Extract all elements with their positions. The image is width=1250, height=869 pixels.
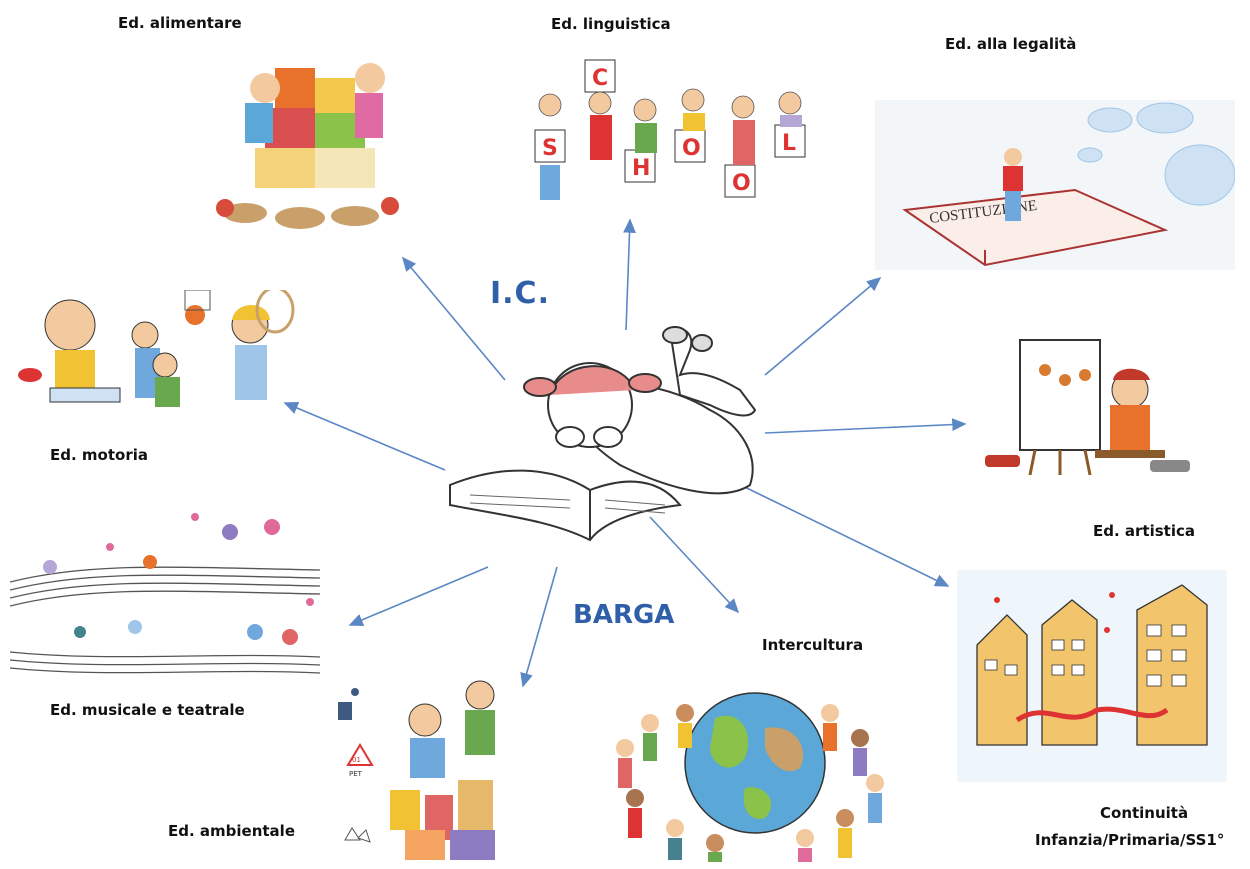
label-motoria: Ed. motoria (50, 446, 148, 464)
arrow-to-alimentare (401, 256, 506, 381)
label-legalita: Ed. alla legalità (945, 35, 1077, 53)
hub-title-top: I.C. (490, 276, 550, 311)
arrow-to-intercultura (649, 516, 740, 614)
label-alimentare: Ed. alimentare (118, 14, 242, 32)
svg-text:H: H (632, 156, 650, 181)
arrow-to-motoria (283, 402, 446, 471)
label-linguistica: Ed. linguistica (551, 15, 671, 33)
arrow-to-legalita (764, 276, 882, 376)
label-continuita-levels: Infanzia/Primaria/SS1° (1035, 831, 1225, 849)
girl-reading-illustration (449, 326, 757, 542)
arrow-to-continuita (719, 474, 950, 587)
svg-text:PET: PET (349, 770, 363, 778)
school-kids-illustration: C S H O O L (534, 59, 806, 200)
svg-text:L: L (782, 131, 796, 156)
label-ambientale: Ed. ambientale (168, 822, 295, 840)
svg-text:S: S (542, 136, 558, 161)
painter-illustration (985, 339, 1190, 476)
music-dancers-illustration (10, 513, 321, 674)
food-illustration (216, 63, 399, 229)
constitution-illustration: COSTITUZIONE (875, 100, 1235, 270)
svg-text:O: O (732, 171, 751, 196)
arrow-to-artistica (764, 418, 967, 434)
recycling-illustration: 01 PET (338, 680, 495, 860)
label-artistica: Ed. artistica (1093, 522, 1195, 540)
hub-title-bottom: BARGA (573, 600, 675, 630)
svg-text:O: O (682, 136, 701, 161)
label-continuita: Continuità (1100, 804, 1189, 822)
globe-kids-illustration (616, 692, 884, 862)
arrow-to-musicale (348, 566, 489, 626)
svg-text:01: 01 (352, 756, 361, 764)
school-buildings-illustration (957, 570, 1227, 782)
arrow-to-linguistica (623, 218, 636, 331)
sport-kids-illustration (18, 290, 295, 407)
arrow-to-ambientale (520, 566, 558, 688)
label-intercultura: Intercultura (762, 636, 864, 654)
label-musicale: Ed. musicale e teatrale (50, 701, 245, 719)
svg-text:C: C (592, 66, 608, 91)
